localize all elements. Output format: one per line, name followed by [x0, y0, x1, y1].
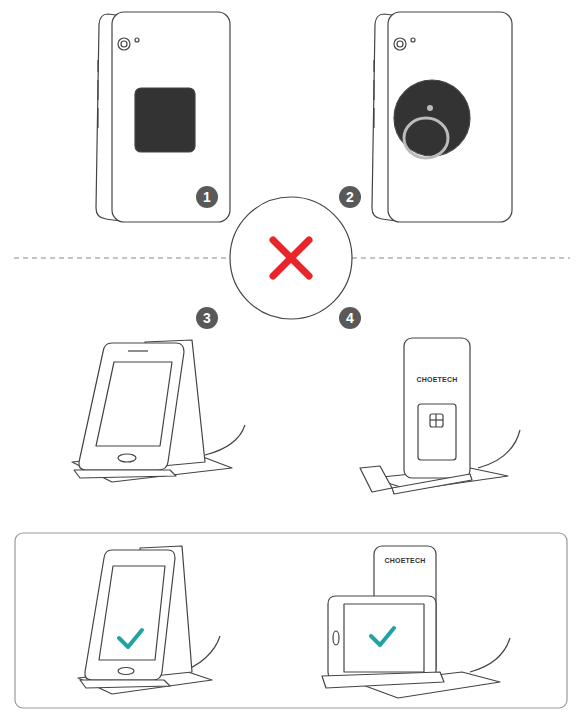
divider — [14, 257, 230, 258]
side-button — [373, 80, 374, 100]
callout-badge: 3 — [196, 307, 218, 329]
brand-label: CHOETECH — [417, 376, 458, 383]
flash — [411, 38, 415, 42]
divider — [352, 257, 570, 258]
stand-lip — [392, 474, 472, 494]
home-button — [118, 668, 134, 675]
callout-number: 1 — [203, 190, 211, 204]
side-button — [373, 60, 374, 72]
cable — [478, 430, 520, 468]
phone-back — [404, 338, 470, 478]
ring — [404, 118, 448, 158]
home-button — [333, 631, 339, 645]
red-cross — [273, 240, 309, 276]
phone — [328, 596, 436, 680]
stand-hook — [360, 466, 392, 492]
cable — [205, 425, 245, 455]
camera — [394, 38, 406, 50]
phone-screen — [344, 604, 424, 672]
metal-plate — [135, 88, 195, 152]
phone-back — [388, 12, 512, 222]
cable — [470, 638, 510, 672]
checkmark — [119, 630, 142, 647]
chip-line — [435, 414, 436, 427]
phone-screen — [96, 362, 172, 446]
phone — [79, 343, 184, 470]
side-button — [97, 80, 98, 100]
phone-screen — [99, 566, 165, 660]
camera-lens — [121, 41, 127, 47]
callout-badge: 2 — [339, 186, 361, 208]
card-chip — [430, 414, 443, 427]
stand-lip — [322, 672, 444, 688]
callout-badge: 4 — [339, 307, 361, 329]
phone — [85, 550, 175, 680]
speaker — [128, 350, 148, 351]
callout-number: 2 — [346, 190, 354, 204]
side-button — [97, 108, 98, 128]
home-button — [118, 454, 136, 462]
callout-number: 3 — [203, 311, 211, 325]
checkmark — [371, 628, 394, 645]
side-button — [97, 60, 98, 72]
camera-lens — [397, 41, 403, 47]
correct-panel — [15, 533, 567, 708]
brand-label: CHOETECH — [385, 557, 426, 564]
card — [418, 404, 456, 460]
camera — [118, 38, 130, 50]
stand-lip — [80, 680, 170, 688]
ring-pivot — [427, 105, 433, 111]
stand-lip — [74, 470, 176, 478]
callout-badge: 1 — [196, 186, 218, 208]
side-button — [373, 108, 374, 128]
flash — [135, 38, 139, 42]
warning-circle — [230, 197, 352, 319]
phone-back — [112, 12, 230, 222]
callout-number: 4 — [346, 311, 354, 325]
